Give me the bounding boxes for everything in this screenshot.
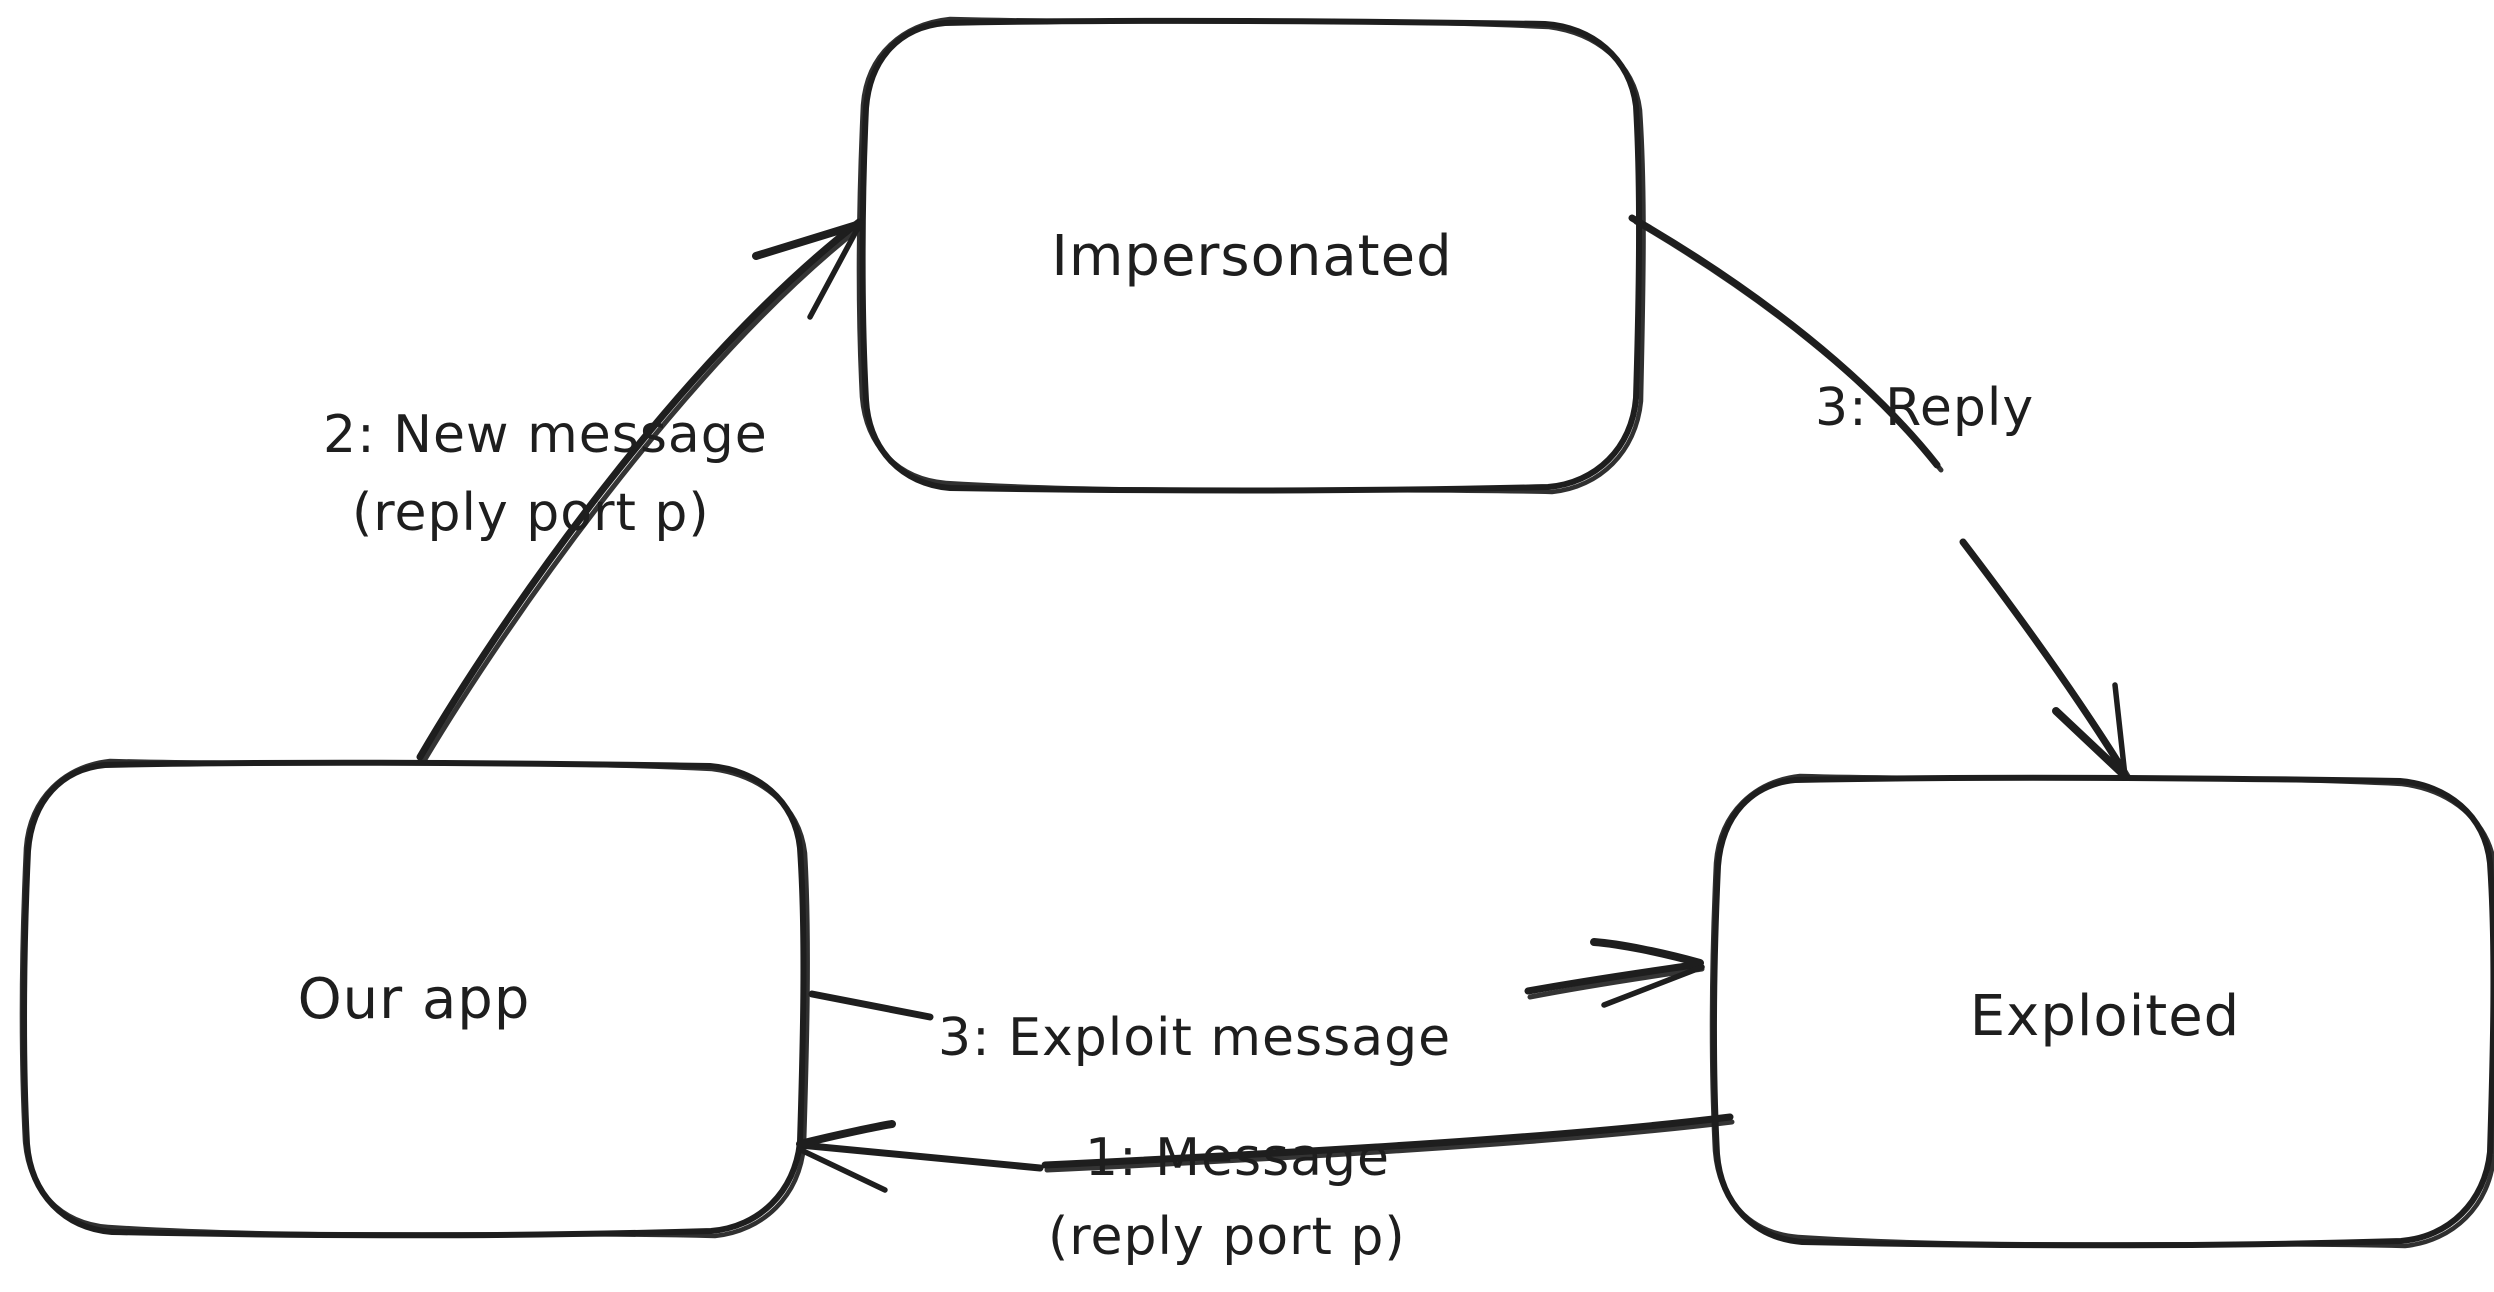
edge-exploit-message[interactable]: 3: Exploit message — [808, 938, 1705, 1068]
edge-message-line — [1041, 1113, 1734, 1169]
edge-new-message[interactable]: 2: New message (reply port p) — [323, 218, 865, 764]
node-impersonated-label: Impersonated — [1051, 224, 1452, 289]
node-our-app-label: Our app — [298, 967, 531, 1032]
node-impersonated[interactable]: Impersonated — [856, 16, 1646, 495]
edge-message-line-2 — [1044, 1119, 1735, 1173]
edge-reply[interactable]: 3: Reply — [1628, 214, 2131, 780]
node-exploited[interactable]: Exploited — [1709, 773, 2494, 1249]
edge-reply-label-line1: 3: Reply — [1815, 378, 2034, 438]
edge-message-line-left — [796, 1141, 1044, 1172]
edge-reply-arrowhead — [2052, 707, 2129, 780]
edge-new-message-line — [416, 218, 863, 761]
edge-reply-arrowhead-2 — [2112, 682, 2128, 779]
edge-exploit-message-label-line1: 3: Exploit message — [938, 1008, 1451, 1068]
edge-message-label-line2: (reply port p) — [1048, 1207, 1406, 1267]
edge-reply-line-upper-2 — [1633, 219, 1944, 473]
edge-exploit-message-arrowhead — [1590, 938, 1704, 967]
edge-new-message-arrowhead-2 — [807, 221, 863, 320]
edge-new-message-label-line1: 2: New message — [323, 405, 768, 465]
edge-message[interactable]: 1: Message (reply port p) — [796, 1113, 1735, 1267]
edge-new-message-line-2 — [421, 223, 865, 764]
edge-message-label-line1: 1: Message — [1085, 1128, 1390, 1188]
edge-message-arrowhead-2 — [798, 1147, 888, 1193]
node-our-app-outline-2 — [19, 758, 810, 1239]
node-impersonated-outline — [859, 17, 1643, 494]
edge-message-arrowhead — [796, 1120, 896, 1148]
edge-exploit-message-line-left — [808, 990, 934, 1021]
node-exploited-label: Exploited — [1970, 984, 2240, 1049]
edge-new-message-arrowhead — [752, 220, 864, 260]
node-our-app[interactable]: Our app — [19, 758, 810, 1239]
edge-new-message-label-line2: (reply port p) — [352, 483, 710, 543]
edge-exploit-message-arrowhead-2 — [1601, 964, 1705, 1008]
edge-exploit-message-line-right — [1524, 960, 1704, 995]
node-exploited-outline-2 — [1709, 773, 2494, 1249]
edge-reply-line-lower-2 — [1964, 543, 2131, 779]
node-impersonated-outline-2 — [856, 16, 1646, 495]
